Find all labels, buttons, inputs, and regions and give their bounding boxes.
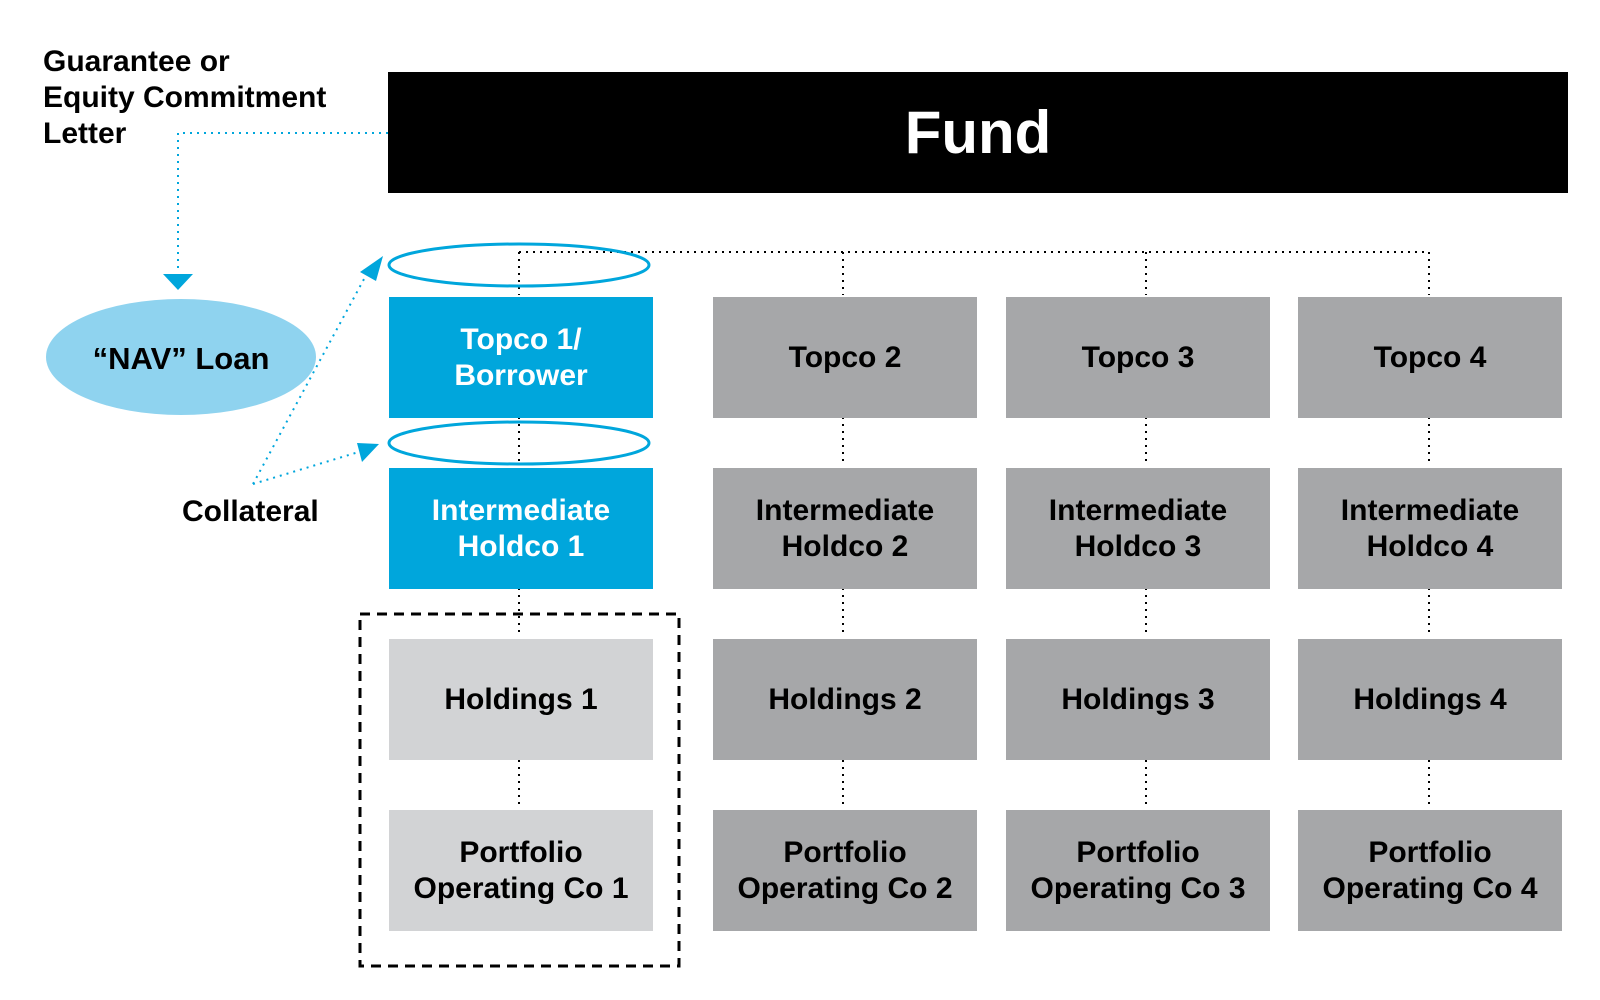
intermediate-holdco-1-box: Intermediate Holdco 1 [389,468,653,589]
fund-box: Fund [388,72,1568,193]
collateral-scope-dashed-box [358,612,681,968]
intermediate-holdco-2-box: Intermediate Holdco 2 [713,468,977,589]
portfolio-operating-co-3-box: Portfolio Operating Co 3 [1006,810,1270,931]
portfolio-operating-co-4-box: Portfolio Operating Co 4 [1298,810,1562,931]
portfolio-operating-co-2-box: Portfolio Operating Co 2 [713,810,977,931]
topco-4-box: Topco 4 [1298,297,1562,418]
topco-2-box: Topco 2 [713,297,977,418]
collateral-topco-arrow-icon [360,256,383,281]
intermediate-holdco-4-box: Intermediate Holdco 4 [1298,468,1562,589]
collateral-to-intermediate-pointer [252,450,363,485]
intermediate-collateral-ellipse [387,420,651,466]
guarantee-arrow-icon [163,274,193,290]
collateral-to-topco-pointer [252,267,371,485]
collateral-intermediate-arrow-icon [357,443,379,462]
topco-collateral-ellipse [387,242,651,288]
intermediate-holdco-3-box: Intermediate Holdco 3 [1006,468,1270,589]
fund-to-topco-connector [518,251,1430,295]
nav-loan-label: “NAV” Loan [92,341,270,376]
holdings-3-box: Holdings 3 [1006,639,1270,760]
nav-loan-oval [46,299,316,415]
portfolio-operating-co-1-box: Portfolio Operating Co 1 [389,810,653,931]
guarantee-connector [177,132,388,270]
holdings-4-box: Holdings 4 [1298,639,1562,760]
holdings-2-box: Holdings 2 [713,639,977,760]
topco-1-borrower-box: Topco 1/ Borrower [389,297,653,418]
collateral-label: Collateral [182,495,319,528]
guarantee-letter-label: Guarantee or Equity Commitment Letter [43,45,327,150]
topco-3-box: Topco 3 [1006,297,1270,418]
holdings-1-box: Holdings 1 [389,639,653,760]
